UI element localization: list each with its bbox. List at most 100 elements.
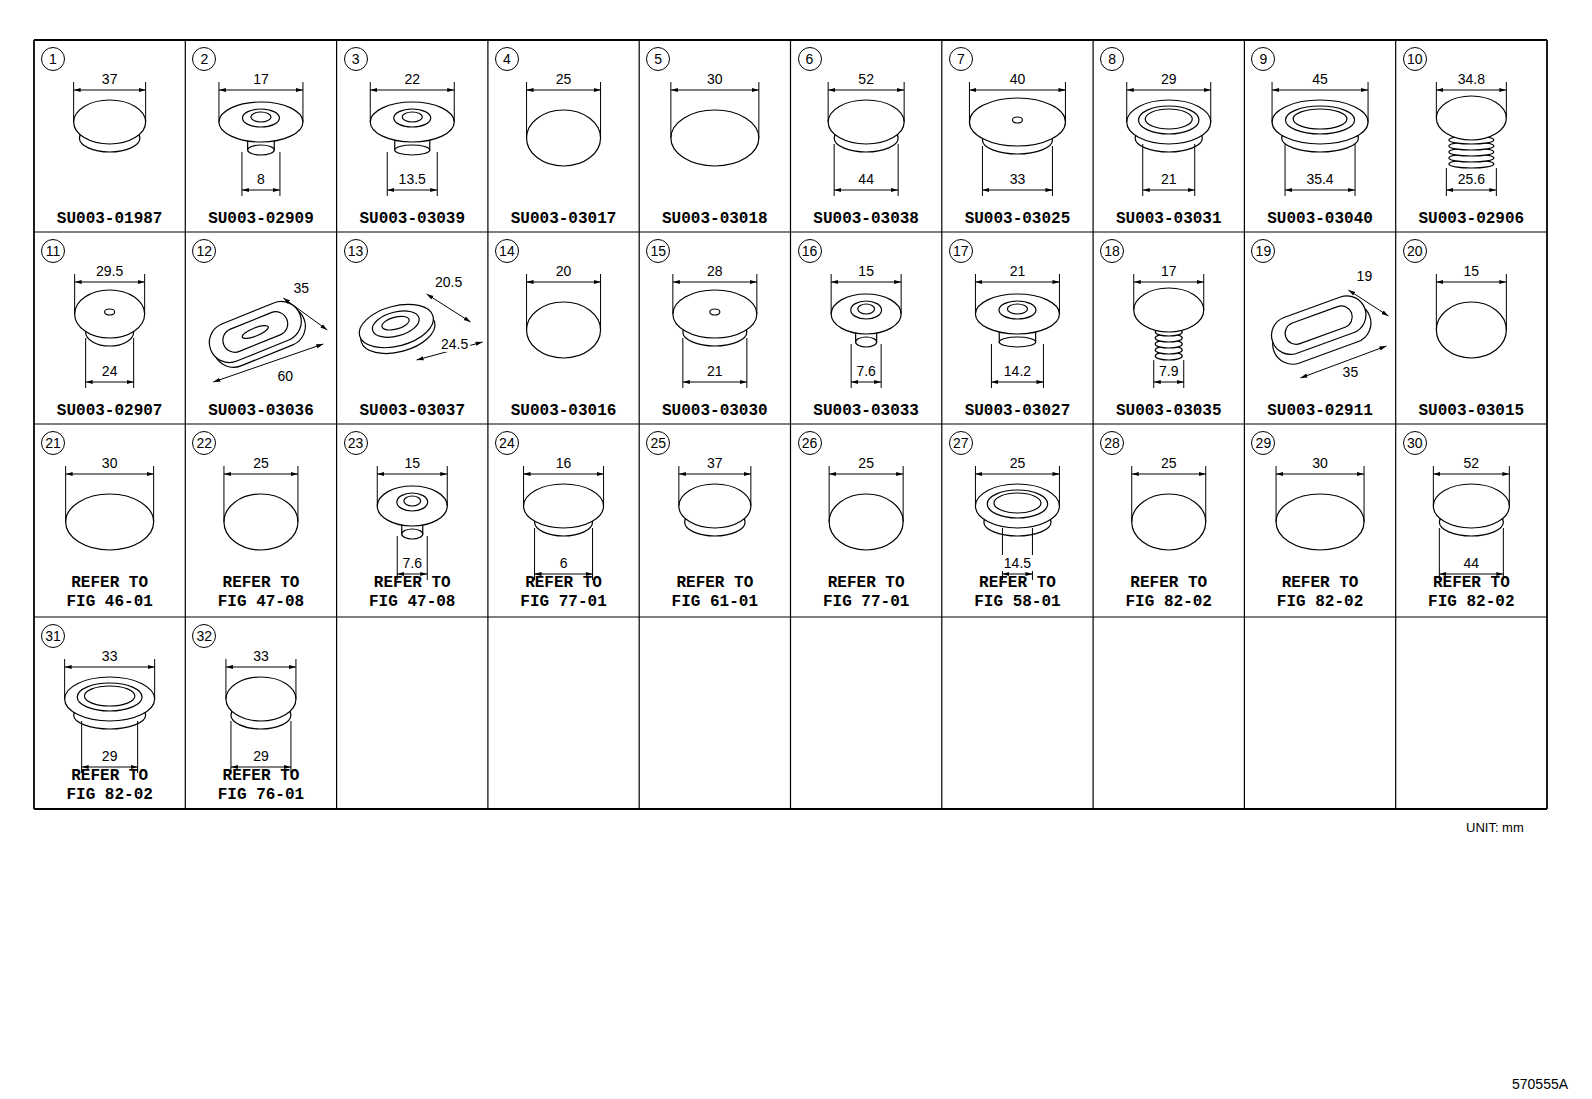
parts-cell: 26 25REFER TO FIG 77-01: [791, 424, 942, 617]
part-number: SU003-02906: [1419, 210, 1525, 228]
dimension-label: 40: [1008, 71, 1028, 87]
callout-number: 4: [495, 47, 519, 71]
dimension-label: 15: [1462, 263, 1482, 279]
parts-cell: 3 22 13.5SU003-03039: [337, 40, 488, 232]
dimension-label: 33: [1008, 171, 1028, 187]
parts-cell: 2225REFER TO FIG 47-08: [185, 424, 336, 617]
dimension-label: 45: [1310, 71, 1330, 87]
dimension-label: 20.5: [433, 274, 464, 290]
callout-number: 26: [798, 431, 822, 455]
callout-number: 3: [344, 47, 368, 71]
dimension-label: 17: [251, 71, 271, 87]
dimension-label: 35: [292, 280, 312, 296]
part-number: SU003-03038: [813, 210, 919, 228]
dimension-label: 14.5: [1002, 555, 1033, 571]
callout-number: 20: [1403, 239, 1427, 263]
dimension-label: 22: [402, 71, 422, 87]
dimension-label: 44: [1462, 555, 1482, 571]
part-number: SU003-03033: [813, 402, 919, 420]
figure-reference: REFER TO FIG 76-01: [209, 767, 313, 805]
dimension-label: 35: [1341, 364, 1361, 380]
figure-reference: REFER TO FIG 58-01: [965, 574, 1069, 612]
parts-cell: 1034.825.6SU003-02906: [1396, 40, 1547, 232]
parts-cell: 1420SU003-03016: [488, 232, 639, 424]
callout-number: 2: [192, 47, 216, 71]
part-number: SU003-03027: [965, 402, 1071, 420]
dimension-label: 30: [1310, 455, 1330, 471]
parts-cell: 74033SU003-03025: [942, 40, 1093, 232]
figure-reference: REFER TO FIG 82-02: [1117, 574, 1221, 612]
dimension-label: 60: [276, 368, 296, 384]
callout-number: 5: [646, 47, 670, 71]
drawing-number: 570555A: [1512, 1076, 1568, 1092]
parts-cell: 65244SU003-03038: [791, 40, 942, 232]
callout-number: 28: [1100, 431, 1124, 455]
dimension-label: 7.6: [401, 555, 424, 571]
parts-cell: 137SU003-01987: [34, 40, 185, 232]
part-number: SU003-03035: [1116, 402, 1222, 420]
dimension-label: 13.5: [397, 171, 428, 187]
callout-number: 30: [1403, 431, 1427, 455]
part-number: SU003-02911: [1267, 402, 1373, 420]
dimension-label: 8: [255, 171, 267, 187]
figure-reference: REFER TO FIG 82-02: [1268, 574, 1372, 612]
figure-reference: REFER TO FIG 77-01: [814, 574, 918, 612]
dimension-label: 19: [1355, 268, 1375, 284]
figure-reference: REFER TO FIG 82-02: [58, 767, 162, 805]
dimension-label: 29: [1159, 71, 1179, 87]
dimension-label: 7.9: [1157, 363, 1180, 379]
figure-reference: REFER TO FIG 46-01: [58, 574, 162, 612]
parts-cell: 18177.9SU003-03035: [1093, 232, 1244, 424]
parts-cell: 2537REFER TO FIG 61-01: [639, 424, 790, 617]
dimension-label: 6: [558, 555, 570, 571]
dimension-label: 28: [705, 263, 725, 279]
parts-cell: 2130REFER TO FIG 46-01: [34, 424, 185, 617]
part-number: SU003-03030: [662, 402, 768, 420]
parts-cell: 530SU003-03018: [639, 40, 790, 232]
parts-cell: 2930REFER TO FIG 82-02: [1244, 424, 1395, 617]
parts-cell: 272514.5REFER TO FIG 58-01: [942, 424, 1093, 617]
callout-number: 22: [192, 431, 216, 455]
dimension-label: 25: [1008, 455, 1028, 471]
dimension-label: 52: [856, 71, 876, 87]
dimension-label: 30: [100, 455, 120, 471]
dimension-label: 24.5: [439, 336, 470, 352]
callout-number: 12: [192, 239, 216, 263]
dimension-label: 52: [1462, 455, 1482, 471]
callout-number: 25: [646, 431, 670, 455]
dimension-label: 24: [100, 363, 120, 379]
figure-reference: REFER TO FIG 82-02: [1419, 574, 1523, 612]
parts-cell: 172114.2SU003-03027: [942, 232, 1093, 424]
part-number: SU003-03039: [359, 210, 465, 228]
parts-cell: 30 52 44REFER TO FIG 82-02: [1396, 424, 1547, 617]
part-number: SU003-03018: [662, 210, 768, 228]
parts-cell: 323329REFER TO FIG 76-01: [185, 617, 336, 809]
figure-reference: REFER TO FIG 61-01: [663, 574, 767, 612]
parts-cell: 82921SU003-03031: [1093, 40, 1244, 232]
parts-cell: 23157.6REFER TO FIG 47-08: [337, 424, 488, 617]
dimension-label: 14.2: [1002, 363, 1033, 379]
figure-reference: REFER TO FIG 47-08: [360, 574, 464, 612]
dimension-label: 25: [1159, 455, 1179, 471]
callout-number: 1: [41, 47, 65, 71]
parts-cell: 24166REFER TO FIG 77-01: [488, 424, 639, 617]
dimension-label: 37: [100, 71, 120, 87]
part-number: SU003-03017: [511, 210, 617, 228]
parts-cell: 2015SU003-03015: [1396, 232, 1547, 424]
callout-number: 19: [1251, 239, 1275, 263]
dimension-label: 35.4: [1304, 171, 1335, 187]
part-number: SU003-02907: [57, 402, 163, 420]
callout-number: 17: [949, 239, 973, 263]
dimension-label: 25: [251, 455, 271, 471]
parts-cell: 313329REFER TO FIG 82-02: [34, 617, 185, 809]
callout-number: 8: [1100, 47, 1124, 71]
parts-cell: 16157.6SU003-03033: [791, 232, 942, 424]
callout-number: 13: [344, 239, 368, 263]
dimension-label: 25: [856, 455, 876, 471]
dimension-label: 25.6: [1456, 171, 1487, 187]
parts-cell: 425SU003-03017: [488, 40, 639, 232]
callout-number: 10: [1403, 47, 1427, 71]
figure-reference: REFER TO FIG 77-01: [512, 574, 616, 612]
parts-cell: 94535.4SU003-03040: [1244, 40, 1395, 232]
